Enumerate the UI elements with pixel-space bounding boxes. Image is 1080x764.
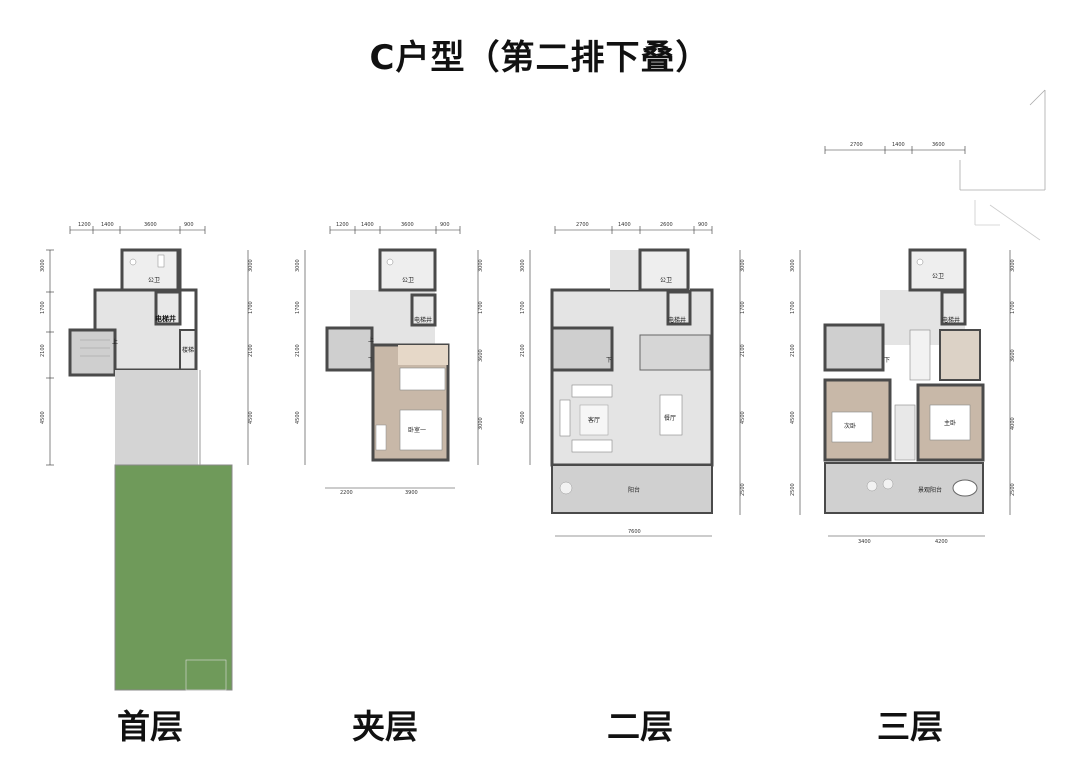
dim-label: 2700 [576, 222, 589, 228]
dim-label: 4500 [520, 411, 526, 424]
floor-plan-second: 2700 1400 2600 900 3000 1700 2100 4500 3… [520, 222, 746, 537]
dim-label: 4500 [295, 411, 301, 424]
dim-label: 2100 [40, 344, 46, 357]
room-label: 餐厅 [664, 414, 676, 422]
dim-label: 2500 [740, 483, 746, 496]
dim-label: 2700 [850, 142, 863, 148]
room-label: 上 [368, 336, 374, 344]
dim-label: 3000 [40, 259, 46, 272]
dim-label: 1700 [790, 301, 796, 314]
dim-label: 3600 [401, 222, 414, 228]
dim-label: 1400 [618, 222, 631, 228]
dim-label: 1700 [520, 301, 526, 314]
dim-label: 1200 [78, 222, 91, 228]
dim-label: 2100 [295, 344, 301, 357]
dim-label: 3400 [858, 539, 871, 545]
dim-label: 1700 [248, 301, 254, 314]
room-label: 电梯井 [942, 316, 960, 324]
room-label: 阳台 [628, 486, 640, 494]
dim-label: 900 [184, 222, 194, 228]
dim-label: 1400 [361, 222, 374, 228]
dim-label: 2100 [740, 344, 746, 357]
dim-label: 3000 [295, 259, 301, 272]
dim-label: 3000 [478, 259, 484, 272]
dim-label: 4500 [40, 411, 46, 424]
room-label: 下 [884, 357, 890, 364]
dim-label: 4500 [248, 411, 254, 424]
floor-label-ground: 首层 [117, 707, 183, 746]
dim-label: 4500 [740, 411, 746, 424]
floor-label-third: 三层 [877, 707, 943, 746]
dim-label: 3600 [144, 222, 157, 228]
dim-label: 1700 [478, 301, 484, 314]
floor-label-mezzanine: 夹层 [352, 707, 418, 746]
dim-label: 2500 [1010, 483, 1016, 496]
dim-label: 3000 [790, 259, 796, 272]
room-label: 电梯井 [668, 316, 686, 324]
page-title: C户型（第二排下叠） [369, 38, 711, 78]
room-label: 下 [606, 357, 612, 364]
floor-plan-ground: 1200 1400 3600 900 3000 1700 2100 4500 3… [40, 222, 254, 691]
room-label: 次卧 [844, 422, 856, 430]
dim-label: 4500 [790, 411, 796, 424]
dim-label: 1700 [40, 301, 46, 314]
dim-label: 7600 [628, 529, 641, 535]
floor-label-second: 二层 [607, 707, 673, 746]
dim-label: 3900 [405, 490, 418, 496]
room-label: 公卫 [660, 277, 672, 284]
room-label: 楼梯 [182, 346, 194, 354]
dim-label: 3000 [1010, 259, 1016, 272]
dim-label: 4000 [1010, 417, 1016, 430]
dim-label: 3000 [520, 259, 526, 272]
dim-label: 3600 [932, 142, 945, 148]
dim-label: 900 [698, 222, 708, 228]
room-label: 客厅 [588, 416, 600, 424]
room-label: 下 [368, 357, 374, 364]
dim-label: 3600 [478, 349, 484, 362]
floor-plan-mezzanine: 1200 1400 3600 900 3000 1700 2100 4500 3… [295, 222, 484, 496]
dim-label: 1700 [295, 301, 301, 314]
dim-label: 2100 [790, 344, 796, 357]
room-label: 公卫 [148, 277, 160, 284]
dim-label: 1700 [1010, 301, 1016, 314]
dim-label: 2100 [248, 344, 254, 357]
dim-label: 2600 [660, 222, 673, 228]
dim-label: 2500 [790, 483, 796, 496]
room-label: 电梯井 [414, 316, 432, 324]
dim-label: 2200 [340, 490, 353, 496]
room-label: 上 [112, 338, 118, 346]
dim-label: 3000 [478, 417, 484, 430]
room-label: 电梯井 [155, 314, 176, 323]
dim-label: 4200 [935, 539, 948, 545]
room-label: 公卫 [402, 277, 414, 284]
dim-label: 1700 [740, 301, 746, 314]
room-label: 主卧 [944, 419, 956, 427]
dim-label: 3600 [1010, 349, 1016, 362]
dim-label: 1400 [892, 142, 905, 148]
dim-label: 1400 [101, 222, 114, 228]
dim-label: 3000 [740, 259, 746, 272]
room-label: 公卫 [932, 273, 944, 280]
dim-label: 2100 [520, 344, 526, 357]
dim-label: 1200 [336, 222, 349, 228]
room-label: 卧室一 [408, 426, 426, 434]
dim-label: 900 [440, 222, 450, 228]
room-label: 景观阳台 [918, 486, 942, 494]
dim-label: 3000 [248, 259, 254, 272]
floor-plan-third: 2700 1400 3600 3000 1700 2100 4500 2500 … [790, 89, 1046, 545]
